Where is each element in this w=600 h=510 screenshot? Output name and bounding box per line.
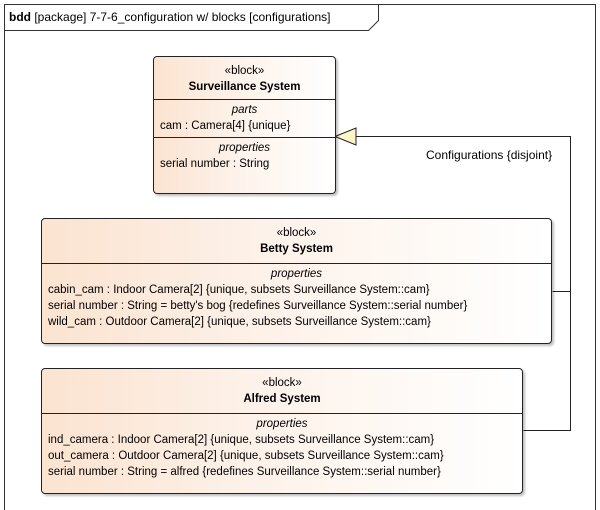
diagram-kind: bdd [9, 10, 31, 24]
frame-header-tab [4, 4, 379, 31]
property-row: out_camera : Outdoor Camera[2] {unique, … [48, 450, 444, 462]
compartment-title: properties [270, 268, 323, 280]
block-name: Surveillance System [188, 81, 301, 93]
block-alfred-system[interactable]: «block» Alfred System properties ind_cam… [41, 368, 523, 494]
compartment-title: properties [256, 418, 308, 430]
generalization-set-label: Configurations {disjoint} [426, 148, 553, 162]
block-stereotype: «block» [276, 227, 317, 239]
block-betty-system[interactable]: «block» Betty System properties cabin_ca… [41, 218, 552, 344]
part-row: cam : Camera[4] {unique} [160, 120, 291, 132]
block-name: Alfred System [243, 393, 321, 405]
frame-header: bdd [package] 7-7-6_configuration w/ blo… [9, 10, 331, 24]
compartment-title: properties [218, 142, 271, 154]
block-stereotype: «block» [224, 65, 265, 77]
property-row: cabin_cam : Indoor Camera[2] {unique, su… [48, 284, 430, 296]
properties-compartment: properties serial number : String [154, 138, 335, 175]
block-name: Betty System [260, 243, 333, 255]
block-surveillance-system[interactable]: «block» Surveillance System parts cam : … [153, 56, 336, 194]
block-stereotype: «block» [262, 377, 302, 389]
generalization-line-betty[interactable] [356, 136, 571, 292]
generalization-arrowhead [333, 127, 357, 146]
generalization-line-alfred[interactable] [523, 291, 571, 431]
property-row: serial number : String = alfred {redefin… [48, 466, 441, 478]
properties-compartment: properties ind_camera : Indoor Camera[2]… [42, 414, 522, 483]
property-row: ind_camera : Indoor Camera[2] {unique, s… [48, 434, 435, 446]
diagram-header-text: [package] 7-7-6_configuration w/ blocks … [34, 10, 331, 24]
property-row: serial number : String = betty's bog {re… [48, 300, 468, 312]
parts-compartment: parts cam : Camera[4] {unique} [154, 100, 335, 137]
compartment-title: parts [231, 104, 258, 116]
property-row: serial number : String [160, 158, 270, 170]
property-row: wild_cam : Outdoor Camera[2] {unique, su… [48, 316, 431, 328]
properties-compartment: properties cabin_cam : Indoor Camera[2] … [42, 264, 551, 333]
frame-border [4, 4, 596, 510]
